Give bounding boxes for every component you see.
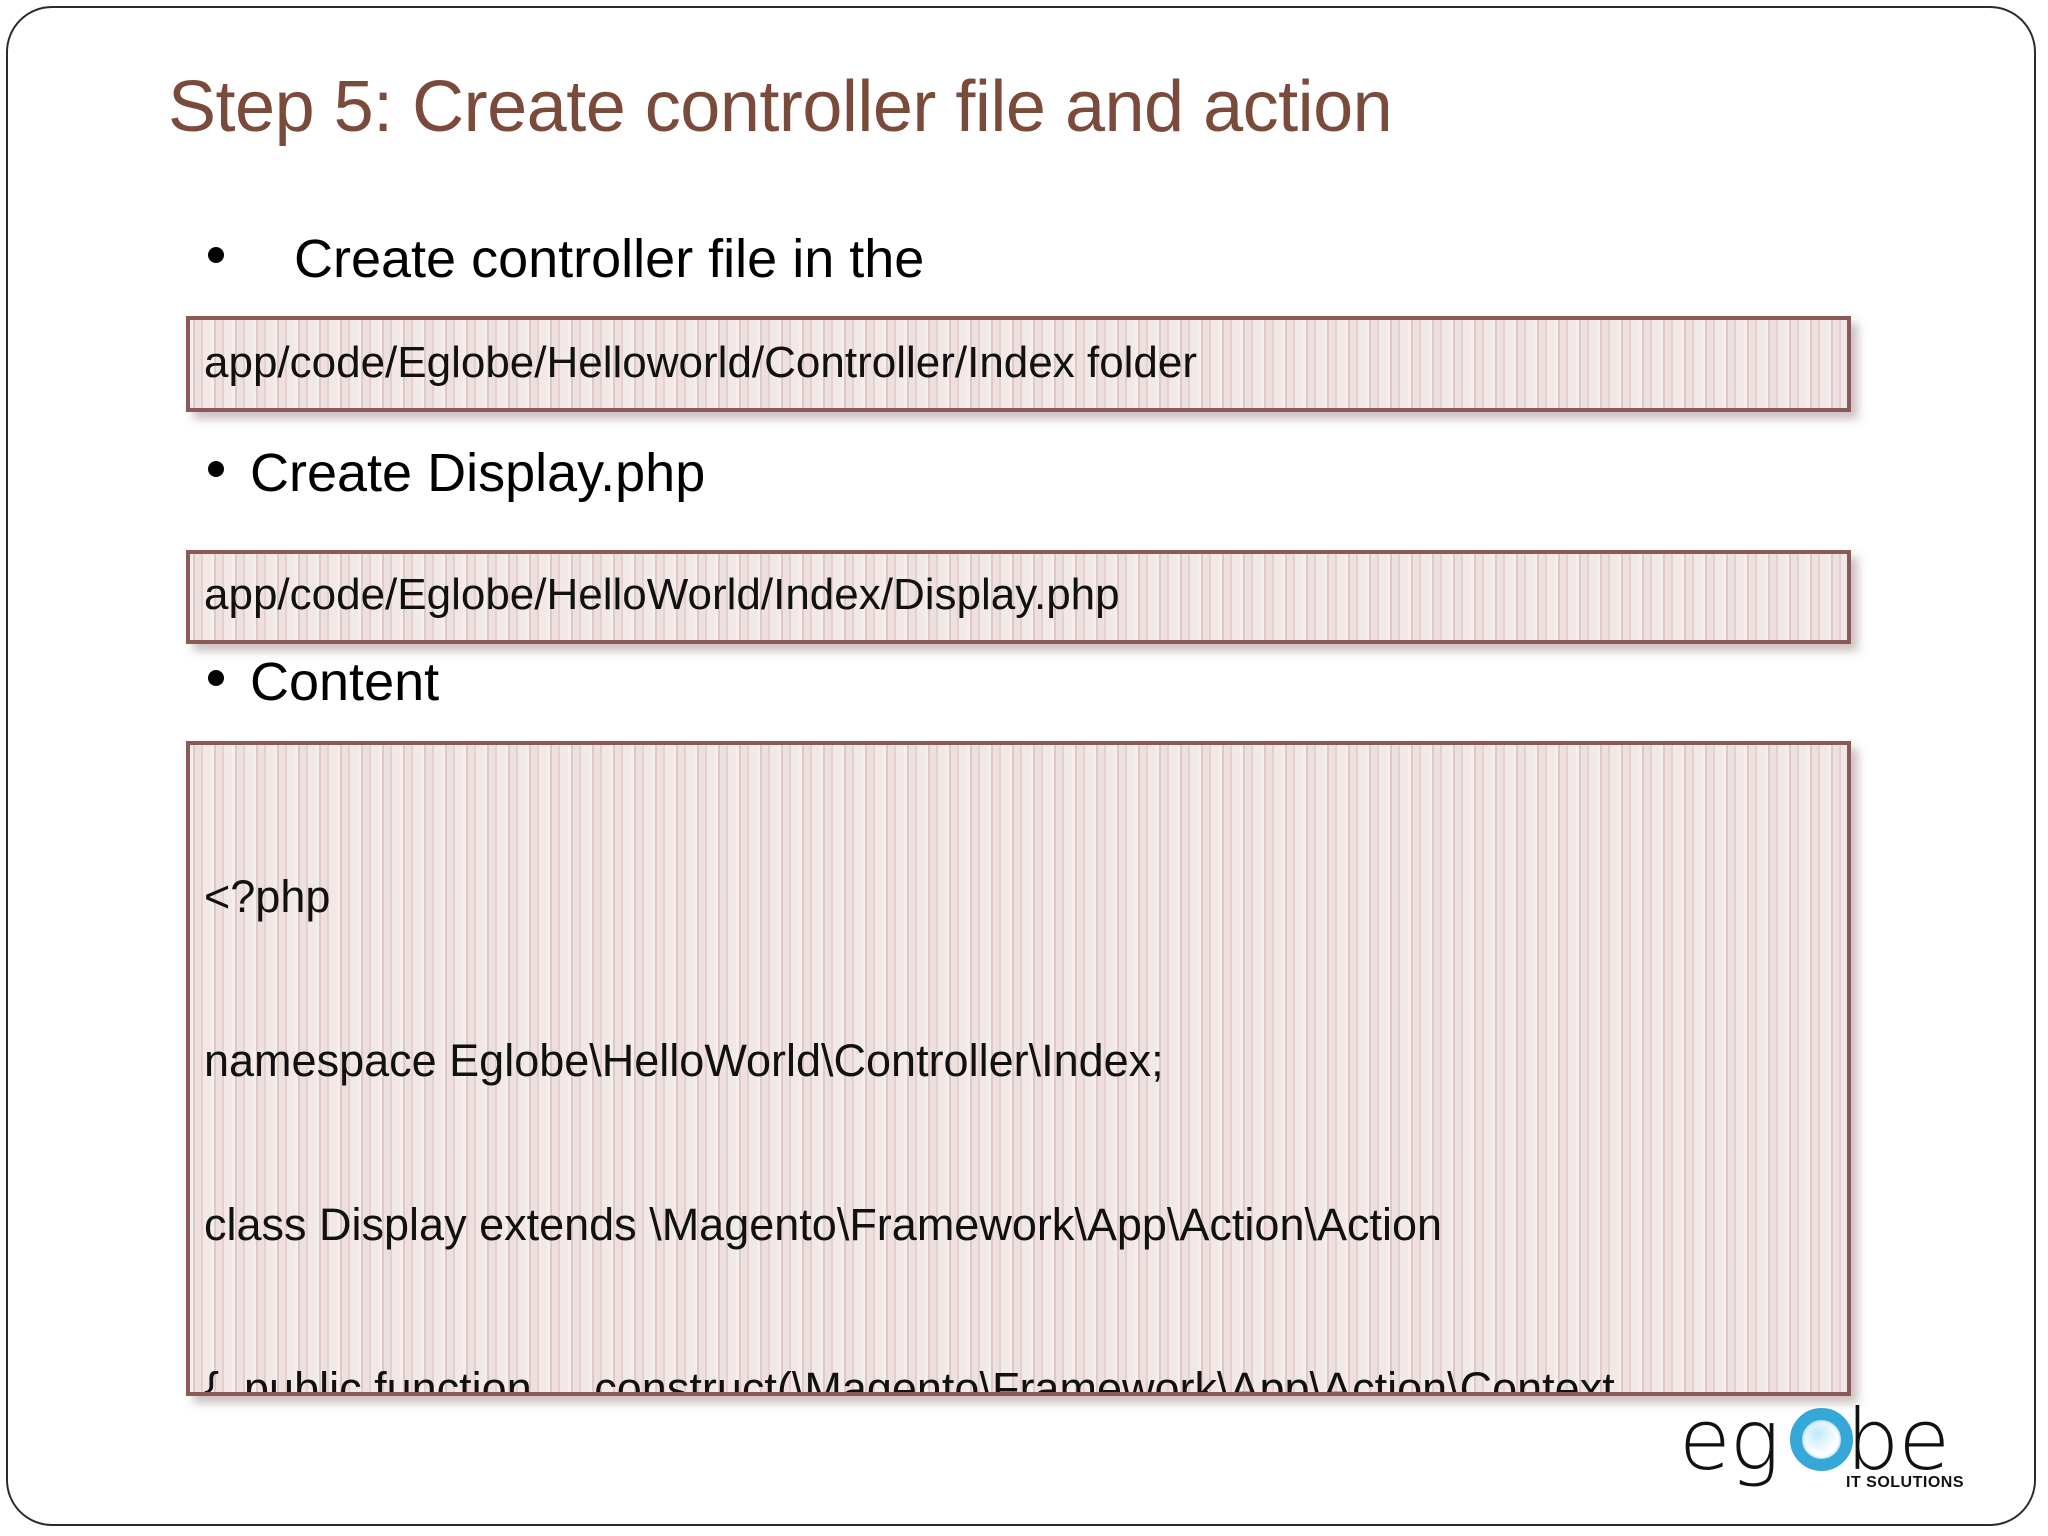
code-lines: <?php namespace Eglobe\HelloWorld\Contro… xyxy=(190,745,1847,1396)
code-snippet-box: <?php namespace Eglobe\HelloWorld\Contro… xyxy=(186,741,1851,1396)
code-line: <?php xyxy=(204,871,331,923)
eglobe-logo: eg be IT SOLUTIONS xyxy=(1679,1392,1979,1502)
path-box-display-php: app/code/Eglobe/HelloWorld/Index/Display… xyxy=(186,550,1851,644)
bullet-label: Content xyxy=(250,652,440,712)
path-text: app/code/Eglobe/HelloWorld/Index/Display… xyxy=(204,570,1120,619)
logo-tagline: IT SOLUTIONS xyxy=(1846,1474,1964,1491)
slide-canvas: Step 5: Create controller file and actio… xyxy=(6,6,2036,1526)
bullet-item-create-controller-file: Create controller file in the xyxy=(208,229,925,289)
logo-wordmark-left: eg xyxy=(1679,1391,1780,1489)
code-line: class Display extends \Magento\Framework… xyxy=(204,1199,1443,1251)
bullet-label: Create controller file in the xyxy=(294,229,925,289)
code-line: namespace Eglobe\HelloWorld\Controller\I… xyxy=(204,1035,1164,1087)
logo-wordmark-right: be xyxy=(1846,1391,1950,1489)
path-text: app/code/Eglobe/Helloworld/Controller/In… xyxy=(204,338,1198,387)
globe-icon xyxy=(1790,1408,1853,1471)
code-line: { public function __construct(\Magento\F… xyxy=(204,1363,1615,1396)
bullet-dot-icon xyxy=(208,670,224,686)
path-box-controller-folder: app/code/Eglobe/Helloworld/Controller/In… xyxy=(186,316,1851,412)
bullet-dot-icon xyxy=(208,247,224,263)
bullet-label: Create Display.php xyxy=(250,443,706,503)
bullet-item-content: Content xyxy=(208,652,440,712)
bullet-dot-icon xyxy=(208,461,224,477)
page-title: Step 5: Create controller file and actio… xyxy=(168,67,1393,147)
bullet-item-create-display-php: Create Display.php xyxy=(208,443,706,503)
